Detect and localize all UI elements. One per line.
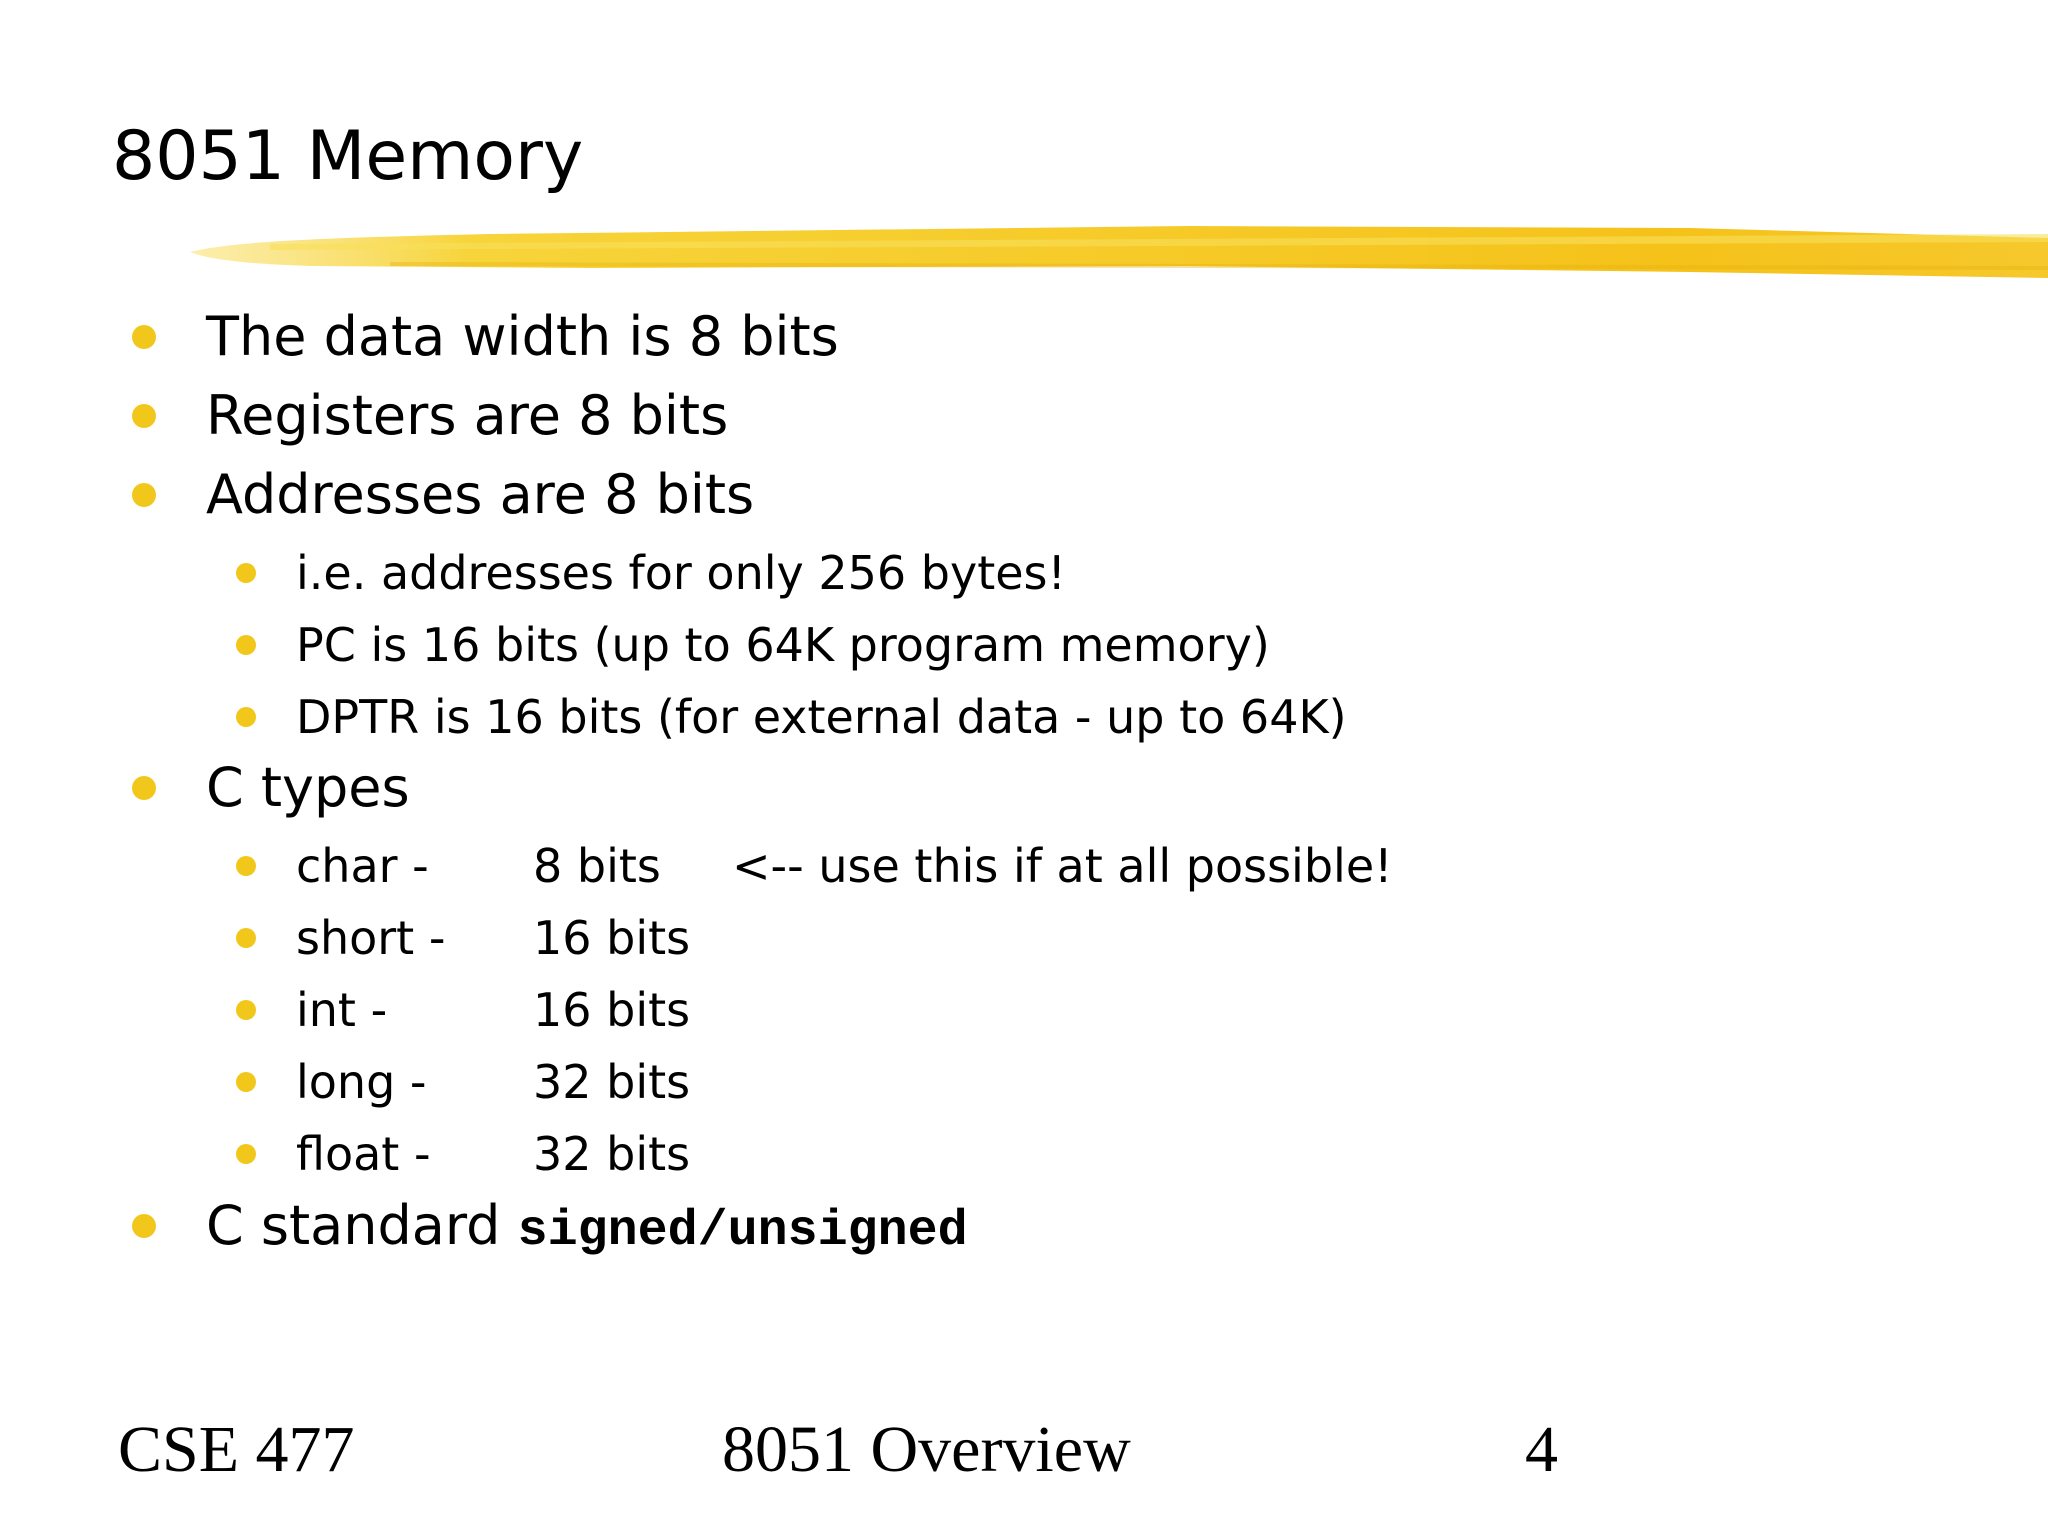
type-size: 16 bits — [533, 983, 691, 1037]
sub-bullet-text: i.e. addresses for only 256 bytes! — [296, 546, 1066, 600]
bullet-text-prefix: C standard — [206, 1194, 518, 1257]
bullet-dot-icon — [132, 404, 156, 428]
bullet-dot-icon — [132, 325, 156, 349]
bullet-dot-icon — [236, 856, 256, 876]
bullet-dot-icon — [132, 1214, 156, 1238]
bullet-dot-icon — [236, 1000, 256, 1020]
bullet-text: C standard signed/unsigned — [206, 1196, 968, 1262]
type-size: 16 bits — [533, 911, 691, 965]
sub-bullet-text: PC is 16 bits (up to 64K program memory) — [296, 618, 1270, 672]
bullet-text: Registers are 8 bits — [206, 384, 729, 447]
slide-title: 8051 Memory — [112, 117, 584, 196]
footer-course: CSE 477 — [118, 1413, 355, 1486]
bullet-dot-icon — [236, 1072, 256, 1092]
type-name: float - — [296, 1127, 431, 1181]
bullet-dot-icon — [236, 707, 256, 727]
highlighter-underline — [190, 226, 2048, 278]
type-name: long - — [296, 1055, 427, 1109]
code-keyword: signed/unsigned — [517, 1203, 968, 1260]
type-size: 32 bits — [533, 1127, 691, 1181]
type-size: 32 bits — [533, 1055, 691, 1109]
bullet-dot-icon — [236, 635, 256, 655]
sub-bullet-text: DPTR is 16 bits (for external data - up … — [296, 690, 1347, 744]
type-size: 8 bits — [533, 839, 661, 893]
type-name: char - — [296, 839, 429, 893]
bullet-dot-icon — [236, 928, 256, 948]
bullet-dot-icon — [132, 483, 156, 507]
bullet-dot-icon — [132, 776, 156, 800]
type-name: short - — [296, 911, 446, 965]
type-name: int - — [296, 983, 388, 1037]
bullet-text: The data width is 8 bits — [206, 305, 839, 368]
bullet-dot-icon — [236, 1144, 256, 1164]
bullet-dot-icon — [236, 563, 256, 583]
footer-page-number: 4 — [1525, 1413, 1558, 1486]
bullet-text: Addresses are 8 bits — [206, 463, 755, 526]
footer-title: 8051 Overview — [722, 1413, 1131, 1486]
type-note: <-- use this if at all possible! — [732, 839, 1393, 893]
bullet-text: C types — [206, 756, 410, 819]
